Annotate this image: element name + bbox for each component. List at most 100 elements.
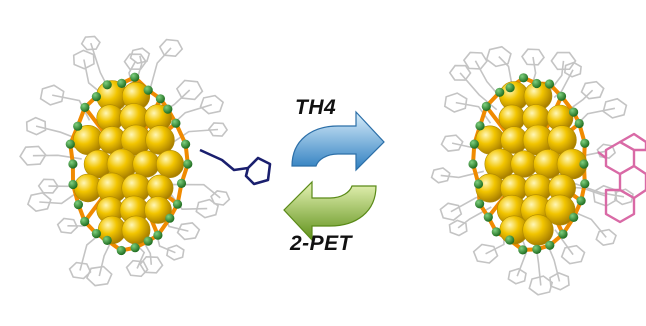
sulfur-atom (574, 118, 584, 129)
sulfur-atom (545, 240, 555, 250)
sulfur-atom (473, 179, 484, 189)
nanocluster-left (19, 35, 272, 287)
label-th4: TH4 (295, 96, 337, 119)
ligand-chain (32, 154, 82, 160)
sulfur-atom (171, 118, 181, 128)
ligand-ring (580, 80, 605, 100)
ligand-ring (72, 49, 95, 70)
ligand-ring (25, 116, 47, 136)
gold-core-right (475, 81, 588, 246)
ligand-ring (549, 272, 570, 291)
staple-bond (484, 104, 508, 135)
ligand-ring (563, 61, 582, 78)
sulfur-atom (130, 72, 140, 82)
ligand-ring (166, 244, 185, 261)
sulfur-atom (163, 104, 173, 114)
ligand-ring (448, 219, 468, 237)
ligand-ring (80, 35, 101, 51)
ligand-ring (68, 261, 92, 280)
sulfur-atom (491, 227, 501, 237)
ligand-ring (440, 134, 464, 152)
sulfur-atom (469, 139, 479, 149)
sulfur-atom (65, 139, 75, 149)
sulfur-atom (569, 107, 579, 117)
sulfur-atom (176, 178, 187, 188)
sulfur-atom (155, 94, 165, 104)
ligand-chain (52, 94, 91, 121)
sulfur-atom (116, 245, 126, 256)
sulfur-atom (481, 101, 491, 111)
sulfur-atom (544, 79, 555, 89)
ligand-ring (430, 167, 451, 184)
sulfur-atom (91, 92, 101, 102)
sulfur-atom (505, 235, 515, 245)
sulfur-atom (183, 159, 193, 169)
ligand-ring (175, 79, 204, 101)
ligand-ring (176, 222, 201, 241)
sulfur-atom (153, 230, 163, 240)
ligand-chain (170, 193, 208, 211)
cycle-arrows-icon (283, 110, 385, 242)
sulfur-atom (532, 78, 542, 89)
green-arrow (283, 180, 377, 242)
sulfur-atom (73, 121, 83, 131)
sulfur-atom (143, 85, 153, 95)
sulfur-atom (518, 73, 529, 83)
ligand-ring (613, 188, 634, 206)
sulfur-atom (475, 199, 485, 209)
gold-atom (144, 196, 172, 224)
sulfur-atom (91, 229, 101, 239)
ligand-chain (128, 61, 136, 87)
ligand-ring (521, 48, 545, 66)
sulfur-atom (532, 244, 542, 254)
ligand-chain (172, 128, 219, 144)
ligand-ring (39, 84, 65, 106)
sulfur-atom (483, 212, 493, 222)
sulfur-atom (68, 159, 78, 169)
sulfur-atom (143, 236, 153, 246)
sulfur-atom (165, 213, 175, 223)
gold-atom (522, 214, 554, 246)
ligand-ring (125, 259, 149, 278)
sulfur-atom (130, 243, 140, 253)
ligand-ring (507, 267, 527, 285)
nanocluster-right (430, 45, 646, 296)
ligand-ring (602, 97, 628, 119)
sulfur-atoms-left (65, 72, 193, 256)
ligand-ring (560, 244, 586, 265)
sulfur-atom (580, 179, 590, 189)
sulfur-atom (80, 216, 90, 227)
sulfur-atom (68, 179, 78, 190)
sulfur-atom (73, 200, 83, 210)
ligand-ring (199, 94, 225, 115)
exchanged-ligand-left (199, 148, 272, 186)
ligand-chain (147, 47, 172, 95)
sulfur-atom (569, 212, 579, 222)
ligand-ring (207, 122, 229, 137)
ligand-ring (550, 51, 577, 71)
ligand-ring (595, 228, 617, 247)
sulfur-atom (102, 235, 112, 245)
sulfur-atoms-right (468, 73, 590, 255)
ligand-ring (443, 92, 468, 113)
sulfur-atom (495, 87, 505, 97)
ligand-ring (195, 198, 220, 219)
sulfur-atom (102, 80, 112, 90)
sulfur-atom (468, 159, 478, 169)
exchanged-ligand-right (597, 132, 646, 224)
label-2-pet: 2-PET (290, 232, 353, 255)
ligand-ring (85, 265, 113, 287)
sulfur-atom (117, 78, 127, 88)
sulfur-atom (518, 245, 528, 255)
ligand-chain (455, 101, 492, 124)
ligand-chain (553, 69, 574, 99)
gold-atom (544, 194, 576, 226)
sulfur-atom (181, 139, 191, 149)
sulfur-atom (579, 159, 589, 169)
ligand-ring (485, 45, 512, 68)
sulfur-atom (80, 102, 90, 112)
ligand-ring (158, 38, 184, 58)
ligand-ring (439, 202, 463, 221)
